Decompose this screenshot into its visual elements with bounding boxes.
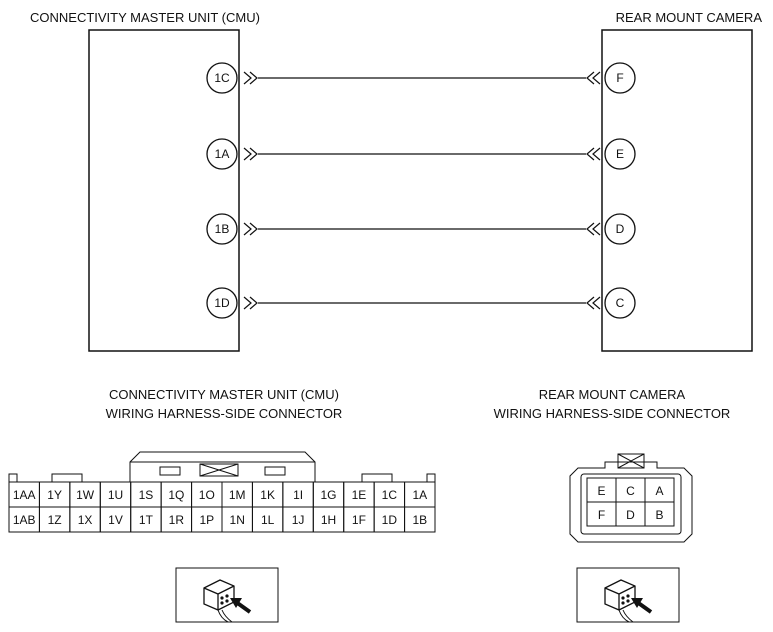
- cmu-connector-cell-label: 1N: [230, 513, 245, 527]
- cmu-pin-label: 1A: [215, 147, 230, 161]
- camera-connector-cell: [644, 501, 675, 527]
- camera-connector-title-line1: REAR MOUNT CAMERA: [539, 387, 686, 402]
- cmu-connector-cell-label: 1M: [229, 488, 246, 502]
- camera-pin-circle: [604, 62, 636, 94]
- cmu-connector-title-line1: CONNECTIVITY MASTER UNIT (CMU): [109, 387, 339, 402]
- cmu-connector-cell-label: 1K: [260, 488, 275, 502]
- cmu-connector-cell-label: 1AA: [13, 488, 36, 502]
- cmu-connector-cell-label: 1Q: [168, 488, 184, 502]
- camera-pin-label: D: [616, 222, 625, 236]
- cmu-connector-cell-label: 1F: [352, 513, 366, 527]
- cmu-pin-circle: [206, 62, 238, 94]
- cmu-terminal-mark: [243, 296, 258, 310]
- cmu-connector-cell-label: 1T: [139, 513, 154, 527]
- camera-connector-cell-label: F: [598, 508, 605, 522]
- cmu-connector-cell-label: 1W: [76, 488, 95, 502]
- cmu-connector-cell: [404, 506, 436, 533]
- cmu-pin-circle: [206, 138, 238, 170]
- wire-1A-E: 1A E: [206, 138, 636, 170]
- cmu-connector-cell-label: 1A: [412, 488, 427, 502]
- wire-1B-D: 1B D: [206, 213, 636, 245]
- camera-connector-cell-label: B: [655, 508, 663, 522]
- camera-connector-cell-label: D: [626, 508, 635, 522]
- camera-terminal-mark: [586, 222, 601, 236]
- cmu-connector-cell-label: 1C: [382, 488, 398, 502]
- camera-pin-label: C: [616, 296, 625, 310]
- cmu-pin-label: 1B: [215, 222, 230, 236]
- cmu-pin-circle: [206, 213, 238, 245]
- camera-pin-label: F: [616, 71, 623, 85]
- cmu-pin-label: 1D: [214, 296, 230, 310]
- cmu-box: [88, 29, 240, 352]
- camera-connector-cell-label: A: [655, 484, 663, 498]
- camera-pin-circle: [604, 138, 636, 170]
- cmu-pin-label: 1C: [214, 71, 230, 85]
- cmu-connector-cell-label: 1G: [320, 488, 336, 502]
- cmu-connector-cell-label: 1J: [292, 513, 305, 527]
- camera-title: REAR MOUNT CAMERA: [616, 10, 763, 25]
- cmu-connector-cell-label: 1AB: [13, 513, 36, 527]
- wire-1D-C: 1D C: [206, 287, 636, 319]
- cmu-connector-cell-label: 1V: [108, 513, 123, 527]
- camera-pin-circle: [604, 213, 636, 245]
- cmu-connector-cell-label: 1S: [139, 488, 154, 502]
- cmu-connector-cell-label: 1I: [293, 488, 303, 502]
- cmu-connector-cell-label: 1R: [169, 513, 185, 527]
- camera-connector-cells: E C A F D B: [586, 477, 675, 527]
- connector-view-icon: [175, 567, 279, 623]
- cmu-terminal-mark: [243, 71, 258, 85]
- cmu-pin-circle: [206, 287, 238, 319]
- connector-view-icon: [576, 567, 680, 623]
- cmu-connector-cell-label: 1E: [352, 488, 367, 502]
- camera-connector-cell-label: C: [626, 484, 635, 498]
- cmu-title: CONNECTIVITY MASTER UNIT (CMU): [30, 10, 260, 25]
- cmu-connector-cell-label: 1B: [412, 513, 427, 527]
- cmu-connector-cell-label: 1U: [108, 488, 123, 502]
- cmu-connector-cell-label: 1O: [199, 488, 215, 502]
- cmu-connector-cells: 1AA 1Y 1W 1U 1S 1Q 1O 1M 1K 1I 1G 1E 1C 1A 1AB 1Z 1X 1V 1T…: [8, 481, 436, 533]
- camera-connector: [569, 453, 693, 543]
- cmu-connector-cell-label: 1Y: [47, 488, 62, 502]
- camera-connector-title-line2: WIRING HARNESS-SIDE CONNECTOR: [494, 406, 731, 421]
- wire-1C-F: 1C F: [206, 62, 636, 94]
- wire-group: 1C F 1A E 1B D 1D C: [206, 62, 636, 319]
- cmu-terminal-mark: [243, 222, 258, 236]
- cmu-terminal-mark: [243, 147, 258, 161]
- camera-terminal-mark: [586, 296, 601, 310]
- camera-terminal-mark: [586, 147, 601, 161]
- cmu-connector-title-line2: WIRING HARNESS-SIDE CONNECTOR: [106, 406, 343, 421]
- camera-terminal-mark: [586, 71, 601, 85]
- camera-pin-label: E: [616, 147, 624, 161]
- cmu-connector-cell-label: 1H: [321, 513, 336, 527]
- cmu-connector-cell-label: 1D: [382, 513, 398, 527]
- cmu-connector-cell-label: 1X: [78, 513, 93, 527]
- camera-box: [601, 29, 753, 352]
- camera-connector-cell-label: E: [597, 484, 605, 498]
- cmu-connector-cell-label: 1Z: [48, 513, 62, 527]
- cmu-connector-cell-label: 1P: [199, 513, 214, 527]
- cmu-connector-cell-label: 1L: [261, 513, 275, 527]
- camera-pin-circle: [604, 287, 636, 319]
